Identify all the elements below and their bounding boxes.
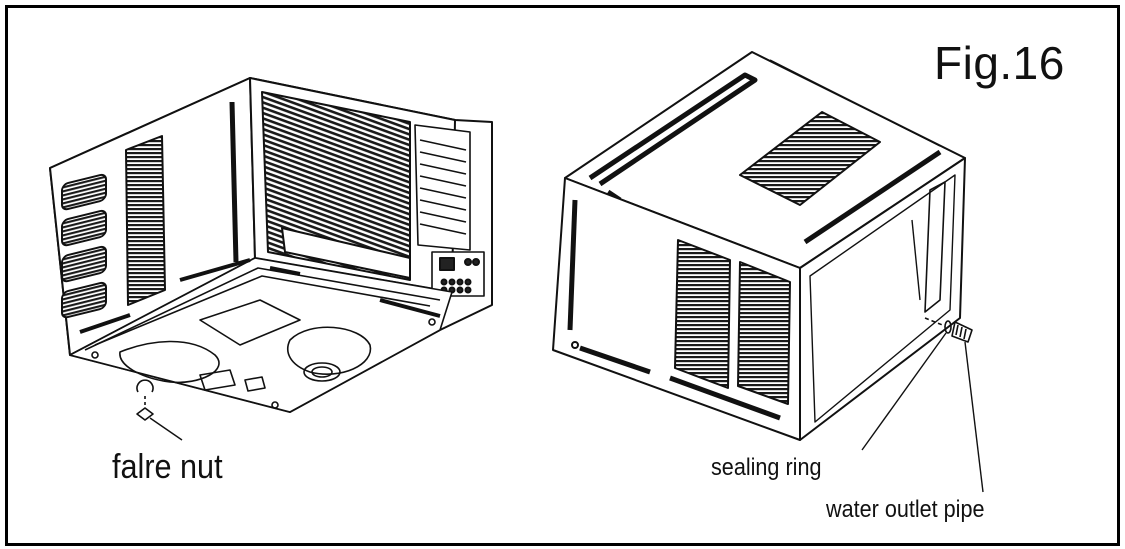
top-grille	[739, 111, 881, 206]
flare-nut-label: falre nut	[112, 448, 223, 486]
control-panel	[431, 251, 485, 297]
flare-nut-part	[136, 379, 154, 421]
base-pan	[69, 257, 453, 413]
sealing-ring-label: sealing ring	[711, 454, 822, 481]
water-outlet-pipe-label: water outlet pipe	[826, 496, 985, 523]
figure-label: Fig.16	[934, 37, 1065, 89]
right-side-grille-2	[737, 261, 791, 405]
figure-frame	[5, 5, 1120, 546]
sealing-ring-leader	[861, 332, 947, 451]
flare-nut-leader	[149, 417, 183, 441]
left-ac-unit	[49, 77, 493, 441]
louver-panel	[414, 124, 471, 251]
left-side-vents	[61, 135, 166, 319]
drain-pipe-assembly	[924, 317, 973, 343]
water-outlet-leader	[964, 341, 984, 493]
right-side-grille-1	[674, 239, 731, 389]
right-ac-unit	[552, 51, 984, 493]
